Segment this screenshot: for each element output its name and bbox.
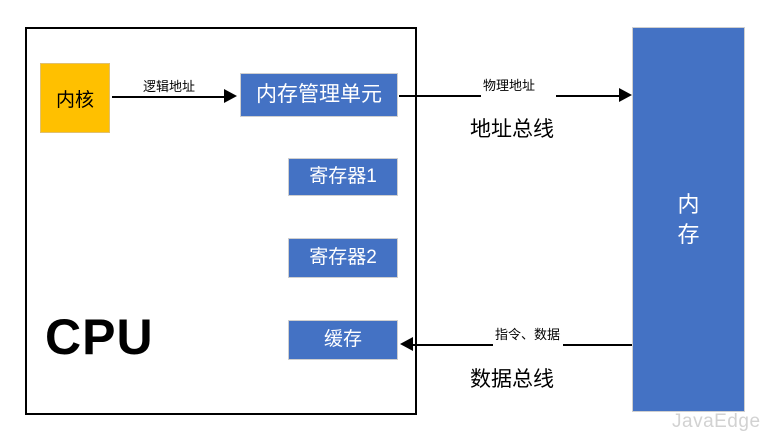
edge-label-logical-address: 逻辑地址 [141,79,198,94]
edge-label-physical-address: 物理地址 [481,78,538,93]
cpu-label: CPU [45,309,154,365]
memory-label-char-1: 内 [677,191,700,217]
arrowhead-right-icon [619,88,632,102]
register-1-block: 寄存器1 [288,158,398,196]
register-2-block: 寄存器2 [288,238,398,278]
arrowhead-left-icon [400,337,413,351]
edge-label-instructions-data: 指令、数据 [493,327,563,342]
memory-block: 内 存 [632,27,745,412]
connector-memory-to-cache-right [563,344,632,346]
kernel-block: 内核 [40,63,110,133]
connector-mmu-to-memory-left [399,95,481,97]
arrowhead-right-icon [224,89,237,103]
watermark: JavaEdge [672,411,761,432]
connector-kernel-to-mmu [112,96,224,98]
connector-mmu-to-memory-right [556,95,624,97]
memory-label-char-2: 存 [677,221,700,247]
address-bus-caption: 地址总线 [470,118,554,141]
connector-memory-to-cache-left [413,344,493,346]
cache-block: 缓存 [288,320,398,360]
memory-management-unit-block: 内存管理单元 [240,73,398,117]
data-bus-caption: 数据总线 [470,368,554,391]
